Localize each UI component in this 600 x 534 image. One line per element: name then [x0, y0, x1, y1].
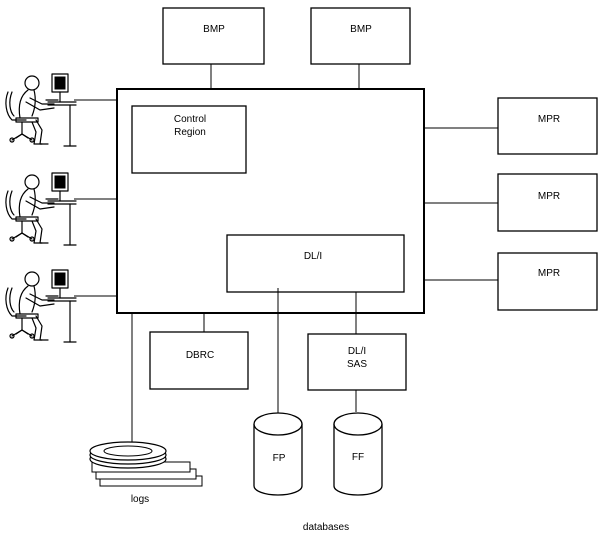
- bmp-left-label: BMP: [203, 24, 225, 35]
- dbrc-box: DBRC: [149, 331, 249, 390]
- mpr-1-label: MPR: [538, 114, 560, 125]
- database-ff-cylinder: FF: [333, 412, 383, 496]
- databases-label: databases: [303, 522, 349, 533]
- terminal-user-icon: [5, 269, 77, 343]
- control-region-label-line1: Control: [174, 114, 206, 125]
- dli-sas-label-line1: DL/I: [348, 346, 366, 357]
- mpr-2-label: MPR: [538, 191, 560, 202]
- logs-label: logs: [131, 494, 149, 505]
- mpr-box-2: MPR: [497, 173, 598, 232]
- dli-sas-label-line2: SAS: [347, 359, 367, 370]
- dli-box: DL/I: [226, 234, 405, 293]
- dbrc-label: DBRC: [186, 350, 214, 361]
- mpr-3-label: MPR: [538, 268, 560, 279]
- dli-sas-box: DL/I SAS: [307, 333, 407, 391]
- terminal-user-icon: [5, 172, 77, 246]
- log-tapes-icon: [89, 441, 203, 487]
- database-fp-cylinder: FP: [253, 412, 303, 496]
- dli-label: DL/I: [304, 251, 322, 262]
- terminal-user-icon: [5, 73, 77, 147]
- database-ff-label: FF: [352, 452, 364, 463]
- bmp-right-label: BMP: [350, 24, 372, 35]
- control-region-box: Control Region: [131, 105, 247, 174]
- control-region-label-line2: Region: [174, 127, 206, 138]
- database-fp-label: FP: [273, 453, 286, 464]
- bmp-box-right: BMP: [310, 7, 411, 65]
- mpr-box-3: MPR: [497, 252, 598, 311]
- mpr-box-1: MPR: [497, 97, 598, 155]
- bmp-box-left: BMP: [162, 7, 265, 65]
